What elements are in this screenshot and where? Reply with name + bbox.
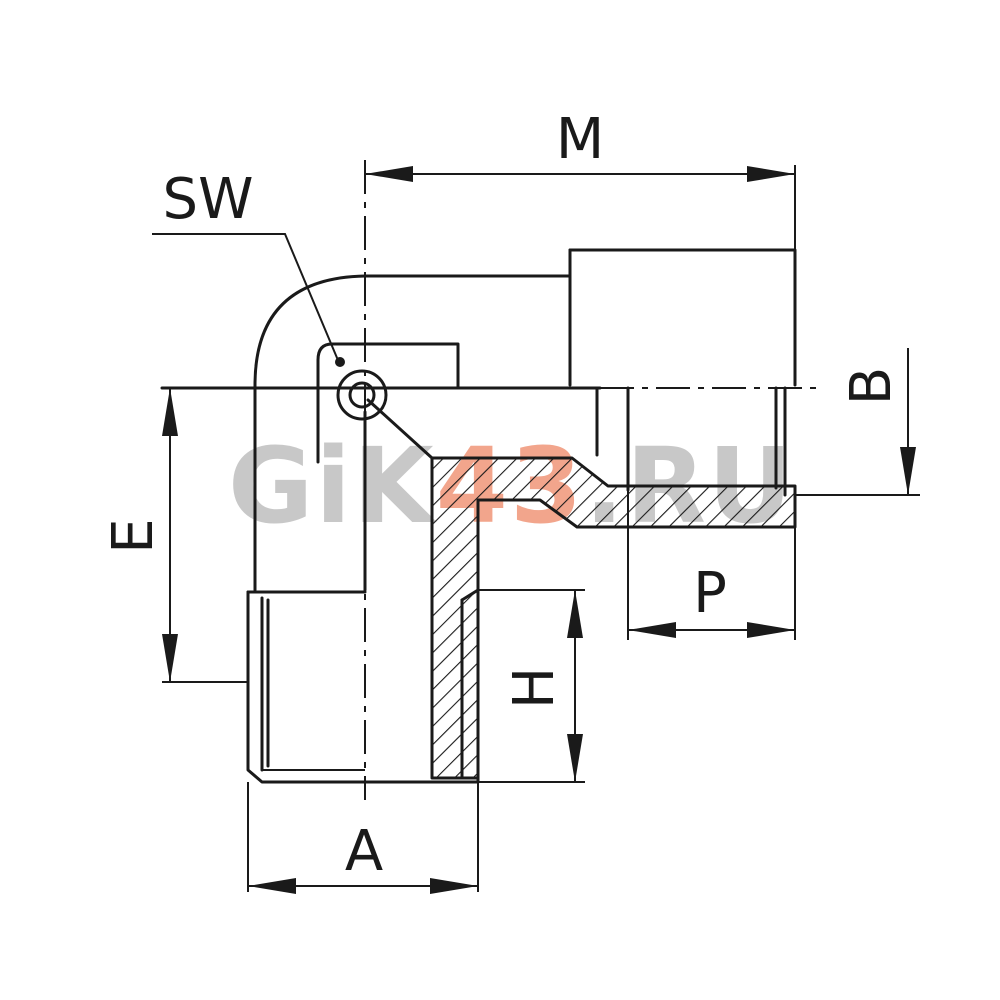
screw-inner [348,381,376,409]
label-sw: SW [163,167,254,232]
label-h: H [502,667,567,709]
dimension-m: M [365,107,796,250]
dimension-h: H [478,589,585,783]
screw-outer [336,369,388,421]
label-p: P [693,561,727,626]
label-m: M [556,107,604,172]
female-port-body [568,248,797,387]
inner-bore-chamfer [460,588,480,602]
watermark-part1: GiK [228,425,437,547]
label-a: A [345,819,383,884]
label-b: B [839,367,904,405]
elbow-outer-curve [253,274,572,592]
label-e: E [101,518,166,553]
dimension-sw: SW [152,167,345,367]
dimension-b: B [795,348,920,496]
screw-leader-diagonal [366,398,434,460]
dimension-p: P [627,490,796,640]
dimension-a: A [247,782,479,894]
dimension-e: E [101,388,248,683]
female-port-internal [595,386,787,497]
